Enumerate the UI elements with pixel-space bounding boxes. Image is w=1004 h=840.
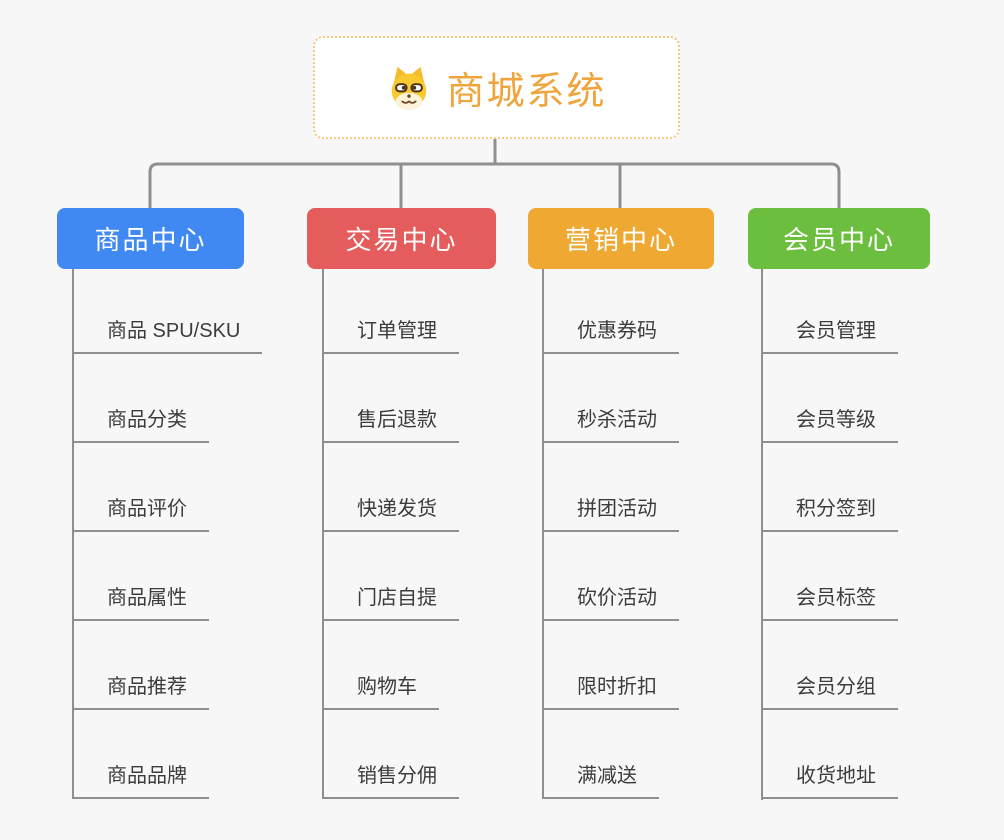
mindmap-item[interactable]: 拼团活动 (543, 494, 679, 532)
mindmap-item[interactable]: 门店自提 (323, 583, 459, 621)
branch-node-member-center[interactable]: 会员中心 (748, 208, 930, 269)
mindmap-item[interactable]: 快递发货 (323, 494, 459, 532)
mindmap-item[interactable]: 积分签到 (762, 494, 898, 532)
branch-node-product-center[interactable]: 商品中心 (57, 208, 244, 269)
mindmap-item[interactable]: 收货地址 (762, 761, 898, 799)
mindmap-item[interactable]: 优惠券码 (543, 316, 679, 354)
root-node-label: 商城系统 (446, 71, 607, 113)
mindmap-item[interactable]: 商品 SPU/SKU (73, 316, 263, 354)
mindmap-item[interactable]: 销售分佣 (323, 761, 459, 799)
mindmap-item[interactable]: 会员标签 (762, 583, 898, 621)
branch-node-marketing-center[interactable]: 营销中心 (528, 208, 714, 269)
mindmap-item[interactable]: 商品品牌 (73, 761, 209, 799)
mindmap-item[interactable]: 购物车 (323, 672, 439, 710)
mindmap-item[interactable]: 会员管理 (762, 316, 898, 354)
mindmap-item[interactable]: 商品属性 (73, 583, 209, 621)
dog-face-icon (386, 65, 432, 111)
mindmap-item[interactable]: 商品分类 (73, 405, 209, 443)
mindmap-item[interactable]: 商品评价 (73, 494, 209, 532)
mindmap-item[interactable]: 秒杀活动 (543, 405, 679, 443)
mindmap-item[interactable]: 砍价活动 (543, 583, 679, 621)
branch-node-trade-center[interactable]: 交易中心 (307, 208, 496, 269)
mindmap-item[interactable]: 订单管理 (323, 316, 459, 354)
mindmap-item[interactable]: 满减送 (543, 761, 659, 799)
mindmap-item[interactable]: 会员等级 (762, 405, 898, 443)
mindmap-item[interactable]: 会员分组 (762, 672, 898, 710)
mindmap-item[interactable]: 商品推荐 (73, 672, 209, 710)
mindmap-item[interactable]: 限时折扣 (543, 672, 679, 710)
root-node[interactable]: 商城系统 (313, 36, 680, 139)
mindmap-item[interactable]: 售后退款 (323, 405, 459, 443)
